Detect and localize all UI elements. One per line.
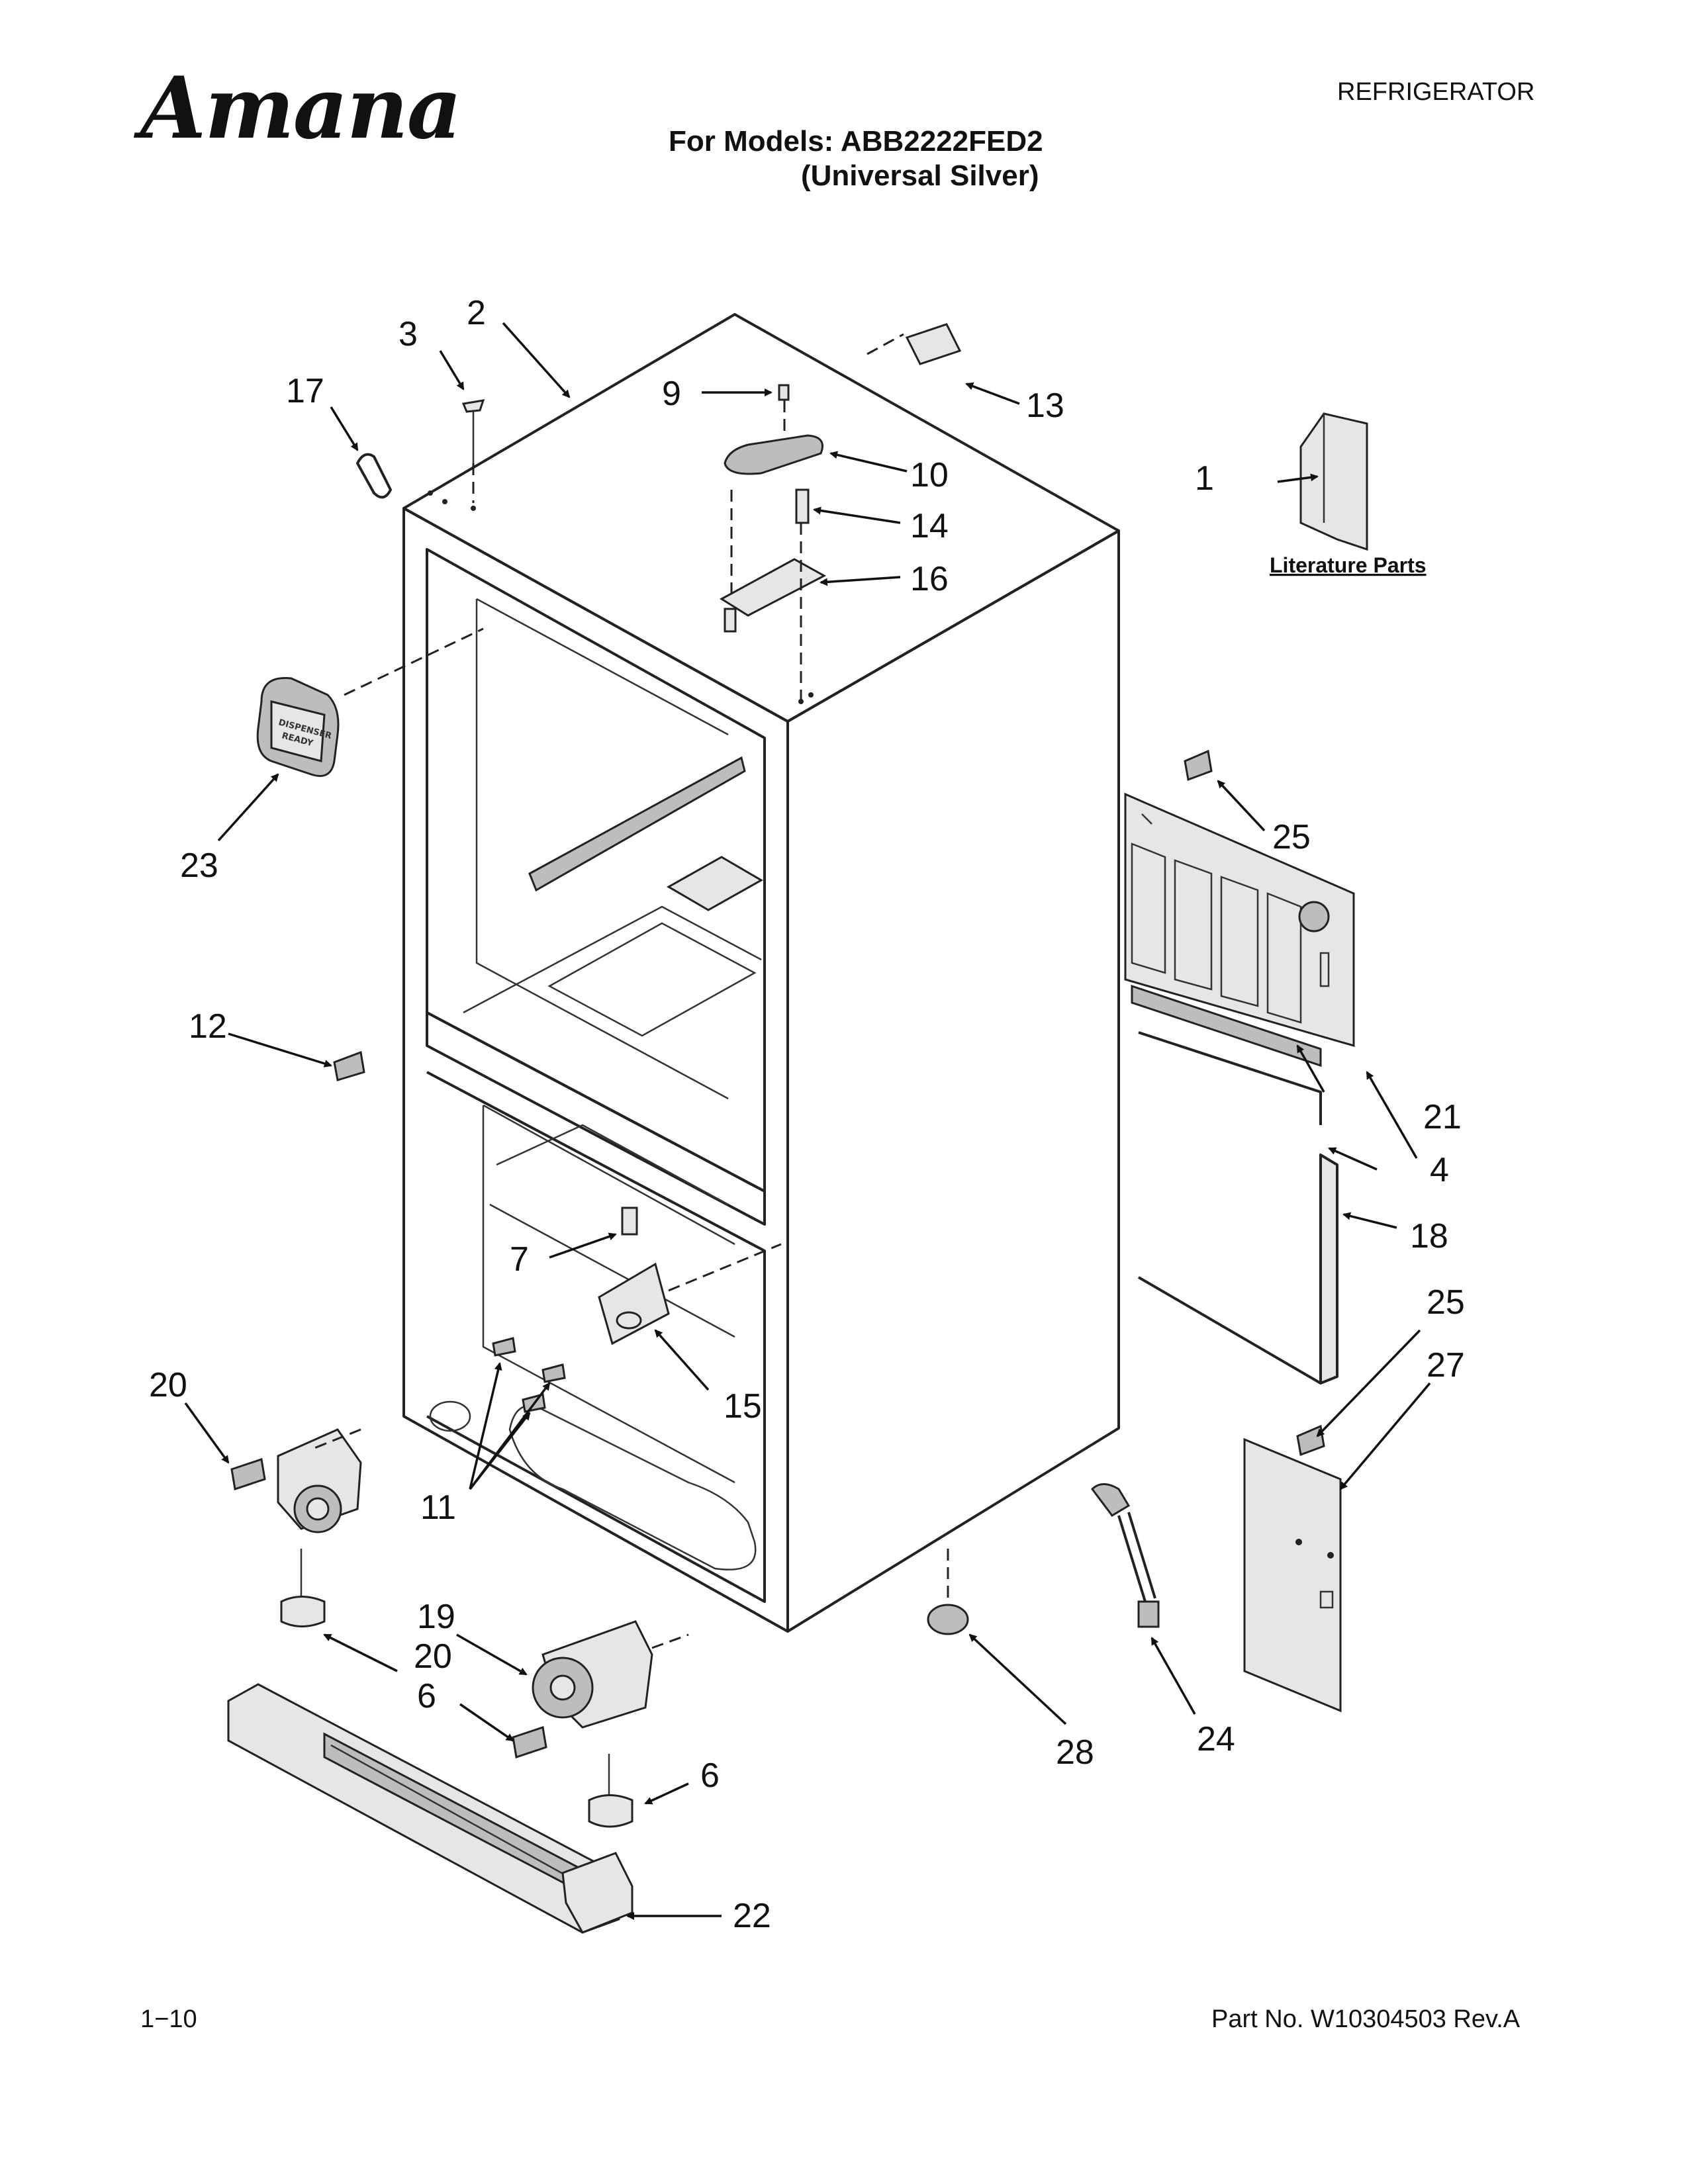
liner-back-edge [475,599,729,1100]
callout-15: 15 [724,1387,762,1426]
refrigerator-cabinet [402,313,1120,1633]
base-opening-left [429,1400,471,1432]
center-hinge [598,1262,670,1345]
callout-6-left: 6 [417,1677,436,1715]
callout-6-right: 6 [700,1756,720,1795]
front-roller-left [230,1428,362,1627]
screw-25-lower [1296,1424,1325,1457]
power-cord [1091,1483,1160,1628]
cabinet-right-side [786,529,1120,1633]
model-number: For Models: ABB2222FED2 [669,125,1043,158]
hinge-cover [724,434,823,475]
literature-book: Literature Parts [1270,412,1427,577]
callout-21: 21 [1423,1098,1462,1136]
freezer-opening [426,1071,766,1603]
callout-4: 4 [1430,1151,1449,1189]
liner-top-edge [476,598,729,736]
hinge-pin-stub [724,608,737,633]
freezer-top-edge [483,1104,735,1246]
screw-25-upper [1184,749,1213,782]
freezer-shelf-line [489,1203,735,1338]
hinge-screw [778,384,790,401]
callout-17: 17 [286,372,324,410]
rear-access-cover [1243,1437,1342,1713]
freezer-back-edge [482,1105,735,1484]
air-vent [666,856,764,911]
callout-14: 14 [910,507,949,545]
top-hinge-assembly [720,384,827,702]
hinge-pin [795,488,810,524]
callout-19: 19 [417,1598,455,1636]
plug-button [905,323,962,365]
callout-18: 18 [1410,1217,1448,1255]
liner-floor [463,905,762,1014]
page-number: 1−10 [140,2005,197,2033]
amana-logo: Amana [140,59,462,158]
part-number: Part No. W10304503 Rev.A [1211,2005,1521,2033]
callout-9: 9 [662,375,681,413]
screw-12 [333,1050,365,1081]
callout-16: 16 [910,560,949,598]
trim-tube [356,453,392,499]
leveling-pad [927,1549,969,1635]
callout-25-upper: 25 [1272,818,1311,856]
cabinet-front-frame [402,507,789,1633]
callout-22: 22 [733,1897,771,1935]
callout-numbers: 1 2 3 4 6 6 7 9 10 11 12 13 14 15 16 17 … [149,294,1465,1935]
callout-25-lower: 25 [1427,1283,1465,1322]
center-hinge-assembly [492,1206,782,1413]
callout-2: 2 [467,294,486,332]
callout-7: 7 [510,1240,529,1279]
machine-compartment-cover [1124,792,1355,1047]
appliance-category: REFRIGERATOR [1337,78,1535,106]
callout-3: 3 [399,315,418,353]
callout-24: 24 [1197,1720,1235,1758]
callout-27: 27 [1427,1346,1465,1385]
dispenser-control: DISPENSER READY [256,627,484,777]
access-panel [1137,1031,1338,1385]
callout-1: 1 [1195,459,1214,498]
callout-28: 28 [1056,1733,1094,1772]
model-color: (Universal Silver) [801,159,1039,192]
callout-20-left: 20 [149,1366,187,1404]
hinge-pin-7 [621,1206,638,1236]
callout-11: 11 [420,1488,456,1527]
gasket-strip [1131,984,1322,1068]
freezer-rail [496,1124,729,1206]
base-grille [227,1683,633,1934]
shelf-rail [528,756,746,892]
top-hinge [720,558,827,617]
screw-3 [461,399,485,503]
callout-13: 13 [1026,387,1064,425]
literature-parts-label: Literature Parts [1270,553,1427,577]
model-heading: For Models: ABB2222FED2 (Universal Silve… [669,124,1043,193]
callout-10: 10 [910,456,949,494]
cabinet-top [402,313,1120,723]
callout-23: 23 [180,846,218,885]
callout-12: 12 [189,1007,227,1046]
mullion [426,1011,766,1226]
callout-20-right: 20 [414,1637,452,1676]
callout-arrows [184,322,1431,1920]
crisper-opening [547,922,757,1037]
front-roller-right [512,1620,689,1828]
